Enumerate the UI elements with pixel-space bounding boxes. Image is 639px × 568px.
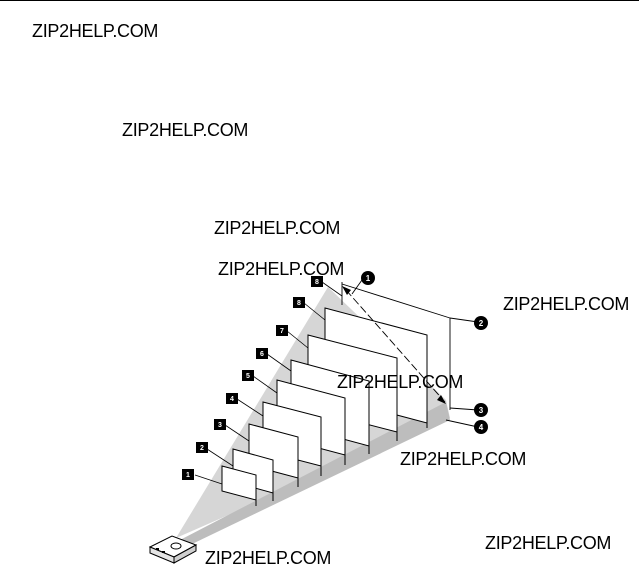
arrowhead-top xyxy=(342,286,351,295)
watermark-text: ZIP2HELP.COM xyxy=(205,548,332,568)
badge-6: 6 xyxy=(256,348,268,359)
arrowhead-bottom xyxy=(437,395,446,404)
badge-2-label: 2 xyxy=(200,445,204,452)
badge-8b: 8 xyxy=(311,276,323,287)
badge-1-label: 1 xyxy=(186,472,190,479)
badge-2: 2 xyxy=(196,442,208,453)
watermark-text: ZIP2HELP.COM xyxy=(122,120,249,140)
badge-1: 1 xyxy=(182,469,194,480)
watermark-text: ZIP2HELP.COM xyxy=(400,449,527,469)
callout-4: 4 xyxy=(474,420,488,434)
badge-7-label: 7 xyxy=(280,328,284,335)
watermark-text: ZIP2HELP.COM xyxy=(32,21,159,41)
callout-3: 3 xyxy=(474,403,488,417)
projector-icon xyxy=(148,535,198,564)
badge-7: 7 xyxy=(276,325,288,336)
callout-1-label: 1 xyxy=(366,274,371,283)
top-rule xyxy=(0,0,639,1)
badge-5-label: 5 xyxy=(246,373,250,380)
badge-3-label: 3 xyxy=(218,422,222,429)
callout-3-label: 3 xyxy=(479,406,484,415)
watermark-text: ZIP2HELP.COM xyxy=(214,218,341,238)
callout-markers: 1 2 3 4 xyxy=(361,271,488,434)
floor-shadow xyxy=(180,402,450,545)
badge-8a: 8 xyxy=(293,297,305,308)
watermark-text: ZIP2HELP.COM xyxy=(503,294,630,314)
badge-5: 5 xyxy=(242,370,254,381)
callout-1: 1 xyxy=(361,271,375,285)
screen-stands xyxy=(255,423,428,506)
leader-lines xyxy=(194,281,343,485)
callout-2: 2 xyxy=(474,316,488,330)
badge-6-label: 6 xyxy=(260,351,264,358)
badge-4: 4 xyxy=(226,393,238,404)
screen-badges: 1 2 3 4 5 6 7 8 8 xyxy=(182,276,323,480)
callout-2-label: 2 xyxy=(479,319,484,328)
callout-4-label: 4 xyxy=(479,423,484,432)
badge-8a-label: 8 xyxy=(297,300,301,307)
watermark-text: ZIP2HELP.COM xyxy=(218,259,345,279)
badge-8b-label: 8 xyxy=(315,279,319,286)
watermark-text: ZIP2HELP.COM xyxy=(337,372,464,392)
dimension-lines xyxy=(341,279,479,428)
badge-4-label: 4 xyxy=(230,396,234,403)
watermark-text: ZIP2HELP.COM xyxy=(485,533,612,553)
badge-3: 3 xyxy=(214,419,226,430)
